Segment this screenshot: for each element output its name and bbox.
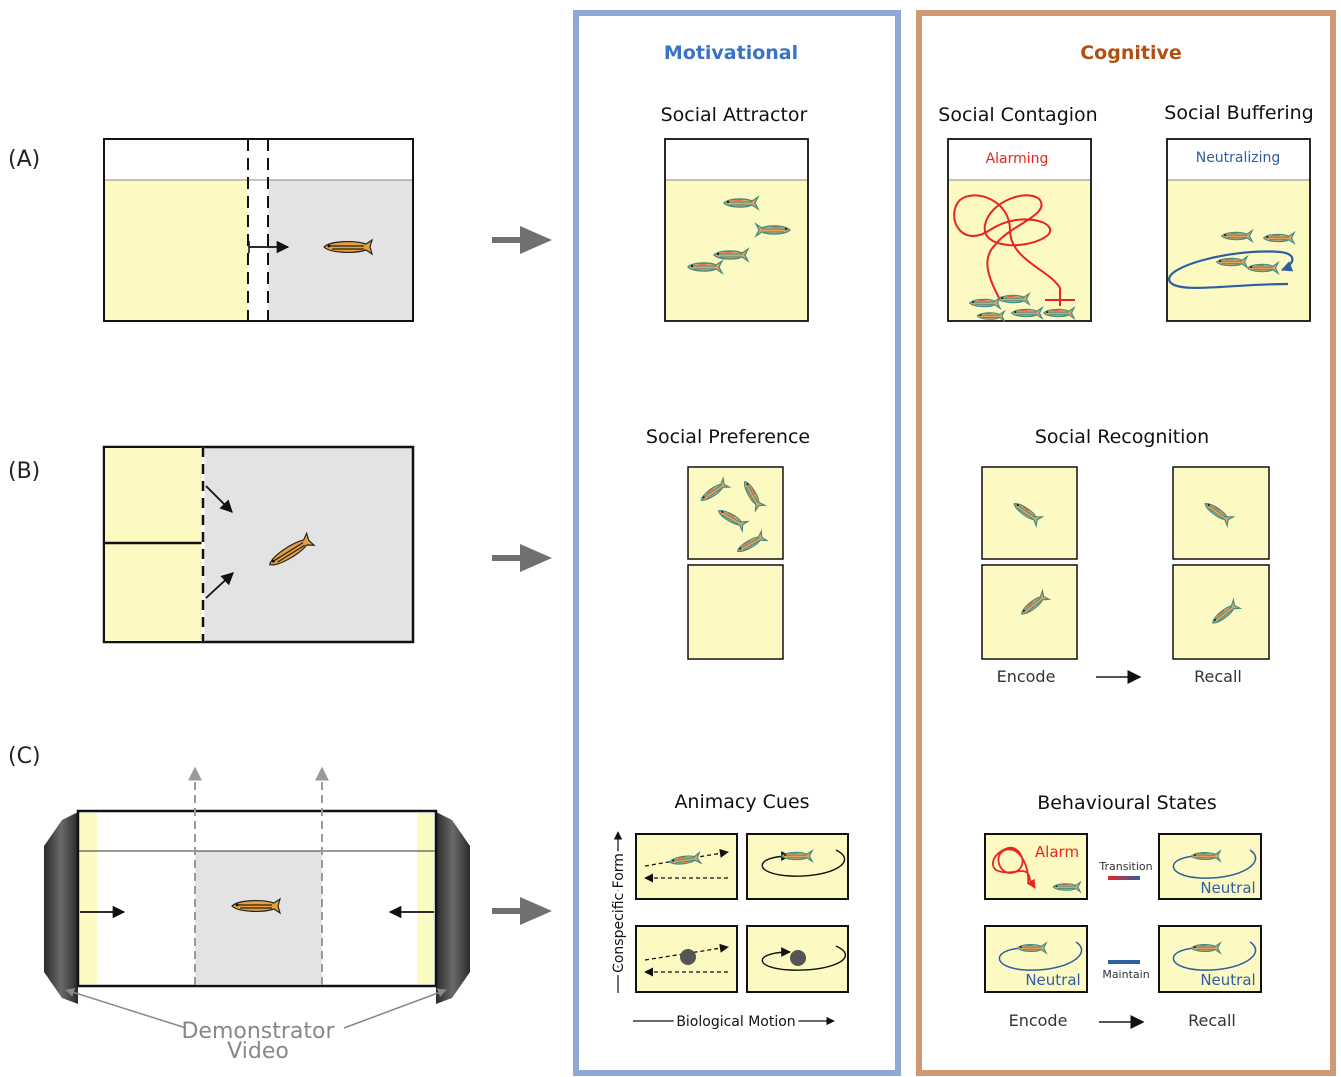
- social-buffering-title: Social Buffering: [1164, 102, 1313, 124]
- social-attractor-tank: [664, 138, 809, 322]
- maintain-label: Maintain: [1102, 968, 1149, 981]
- social-recognition-tanks: [981, 466, 1270, 660]
- animacy-cues-grid: Conspecific Form Biological Motion: [608, 831, 849, 1034]
- social-preference-title: Social Preference: [646, 426, 810, 448]
- monitor-left-icon: [44, 812, 78, 1004]
- neutralizing-label: Neutralizing: [1196, 150, 1281, 166]
- demonstrator-label-2: Video: [227, 1039, 289, 1064]
- neutral-label-1: Neutral: [1200, 879, 1255, 897]
- encode-label-recognition: Encode: [997, 667, 1056, 686]
- alarming-label: Alarming: [986, 151, 1049, 167]
- social-attractor-title: Social Attractor: [661, 104, 808, 126]
- monitor-right-icon: [436, 812, 470, 1004]
- alarm-label: Alarm: [1035, 843, 1079, 861]
- demonstrator-label: Demonstrator: [181, 1019, 335, 1044]
- panel-label-c: (C): [8, 744, 41, 769]
- tank-c: Demonstrator Video: [44, 766, 470, 1064]
- panel-label-b: (B): [8, 459, 40, 484]
- social-buffering-tank: Neutralizing: [1166, 138, 1311, 322]
- behavioural-states-grid: Alarm Neutral Neutral Neutral Transition…: [984, 833, 1262, 993]
- conspecific-form-label: Conspecific Form: [611, 853, 627, 973]
- animacy-cues-title: Animacy Cues: [674, 791, 809, 813]
- encode-label-states: Encode: [1009, 1011, 1068, 1030]
- social-contagion-tank: Alarming: [947, 138, 1092, 322]
- cognitive-header: Cognitive: [1080, 42, 1182, 64]
- tank-b: [102, 445, 415, 644]
- cognitive-frame: [916, 10, 1336, 1076]
- motivational-header: Motivational: [664, 42, 798, 64]
- maintain-bar: [1108, 960, 1140, 964]
- transition-label: Transition: [1098, 860, 1152, 873]
- social-contagion-title: Social Contagion: [938, 104, 1097, 126]
- neutral-label-2: Neutral: [1025, 971, 1080, 989]
- recall-label-states: Recall: [1188, 1011, 1236, 1030]
- row-arrows: [492, 226, 552, 925]
- neutral-label-3: Neutral: [1200, 971, 1255, 989]
- recall-label-recognition: Recall: [1194, 667, 1242, 686]
- behavioural-states-title: Behavioural States: [1037, 792, 1217, 814]
- biological-motion-label: Biological Motion: [676, 1014, 795, 1030]
- tank-a: [103, 138, 414, 322]
- panel-label-a: (A): [8, 147, 40, 172]
- transition-bar: [1108, 876, 1140, 880]
- motivational-frame: [573, 10, 901, 1076]
- social-recognition-title: Social Recognition: [1035, 426, 1209, 448]
- social-preference-tanks: [687, 466, 784, 660]
